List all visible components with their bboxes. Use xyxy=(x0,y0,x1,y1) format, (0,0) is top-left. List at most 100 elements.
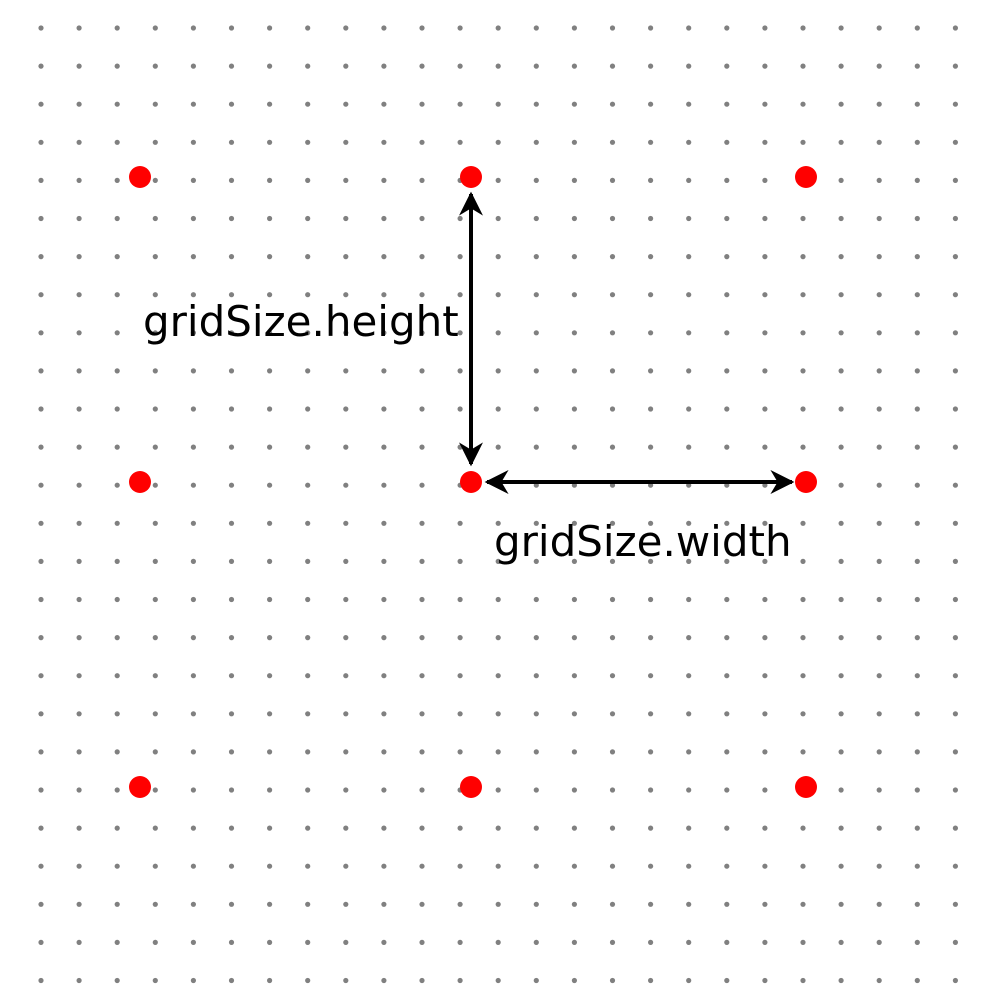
grid-dot xyxy=(114,292,120,298)
grid-dot xyxy=(343,25,349,31)
grid-dot xyxy=(914,749,920,755)
grid-dot xyxy=(419,292,425,298)
grid-dot xyxy=(724,901,730,907)
grid-dot xyxy=(267,482,273,488)
grid-dot xyxy=(686,292,692,298)
grid-dot xyxy=(838,825,844,831)
grid-dot xyxy=(686,825,692,831)
grid-dot xyxy=(952,749,959,755)
grid-dot xyxy=(495,711,501,717)
grid-dot xyxy=(648,368,654,374)
grid-dot xyxy=(724,596,730,603)
grid-dot xyxy=(952,977,959,984)
grid-dot xyxy=(952,101,959,107)
grid-dot xyxy=(114,25,120,31)
grid-dot xyxy=(114,520,120,526)
grid-dot xyxy=(686,63,692,69)
grid-dot xyxy=(419,558,425,565)
grid-dot xyxy=(305,749,311,755)
grid-dot xyxy=(838,63,844,69)
grid-dot xyxy=(381,596,387,603)
grid-dot xyxy=(533,596,539,603)
grid-dot xyxy=(686,25,692,31)
grid-node-r1-c1 xyxy=(460,471,482,493)
grid-dot xyxy=(914,825,920,831)
grid-dot xyxy=(419,825,425,831)
grid-dot xyxy=(267,787,273,793)
grid-dot xyxy=(648,520,654,526)
grid-dot xyxy=(648,901,654,907)
grid-dot xyxy=(724,673,730,679)
grid-dot xyxy=(114,711,120,717)
grid-dot xyxy=(533,215,539,222)
grid-dot xyxy=(762,406,768,412)
grid-dot xyxy=(38,749,44,755)
grid-dot xyxy=(76,139,82,145)
grid-dot xyxy=(114,863,120,869)
grid-dot xyxy=(495,673,501,679)
grid-dot xyxy=(76,25,82,31)
grid-dot xyxy=(609,406,616,412)
grid-dot xyxy=(343,749,349,755)
grid-dot xyxy=(152,749,158,755)
grid-dot xyxy=(267,368,273,374)
grid-dot xyxy=(190,901,196,907)
grid-dot xyxy=(648,254,654,260)
grid-dot xyxy=(267,596,273,603)
grid-dot xyxy=(724,368,730,374)
grid-dot xyxy=(190,482,196,488)
grid-dot xyxy=(343,254,349,260)
grid-dot xyxy=(609,711,616,717)
grid-dot xyxy=(648,635,654,641)
grid-dot xyxy=(952,25,959,31)
grid-dot xyxy=(419,787,425,793)
grid-dot xyxy=(114,939,120,946)
grid-dot xyxy=(419,482,425,488)
grid-dot xyxy=(571,101,578,107)
grid-dot xyxy=(152,596,158,603)
grid-dot xyxy=(571,901,578,907)
grid-dot xyxy=(838,596,844,603)
grid-dot xyxy=(495,177,501,183)
grid-dot xyxy=(686,749,692,755)
grid-dot xyxy=(952,482,959,488)
grid-dots xyxy=(38,25,959,984)
grid-dot xyxy=(381,406,387,412)
grid-dot xyxy=(648,825,654,831)
grid-dot xyxy=(838,901,844,907)
grid-dot xyxy=(343,787,349,793)
grid-dot xyxy=(876,787,882,793)
grid-dot xyxy=(609,368,616,374)
grid-dot xyxy=(876,63,882,69)
grid-dot xyxy=(648,444,654,450)
grid-dot xyxy=(686,520,692,526)
grid-dot xyxy=(571,863,578,869)
grid-dot xyxy=(724,139,730,145)
grid-dot xyxy=(876,254,882,260)
grid-dot xyxy=(114,673,120,679)
grid-dot xyxy=(571,177,578,183)
grid-dot xyxy=(876,444,882,450)
grid-dot xyxy=(152,673,158,679)
grid-dot xyxy=(838,482,844,488)
grid-dot xyxy=(648,673,654,679)
grid-dot xyxy=(495,101,501,107)
grid-dot xyxy=(800,292,806,298)
grid-dot xyxy=(381,711,387,717)
grid-dot xyxy=(38,558,44,565)
grid-dot xyxy=(724,520,730,526)
grid-dot xyxy=(381,520,387,526)
grid-dot xyxy=(762,977,768,984)
grid-dot xyxy=(609,25,616,31)
grid-dot xyxy=(152,482,158,488)
grid-dot xyxy=(952,177,959,183)
grid-dot xyxy=(76,330,82,336)
grid-dot xyxy=(152,901,158,907)
grid-dot xyxy=(267,330,273,336)
grid-dot xyxy=(609,901,616,907)
grid-dot xyxy=(228,939,235,946)
grid-dot xyxy=(838,939,844,946)
grid-dot xyxy=(724,977,730,984)
grid-dot xyxy=(876,901,882,907)
grid-dot xyxy=(152,711,158,717)
